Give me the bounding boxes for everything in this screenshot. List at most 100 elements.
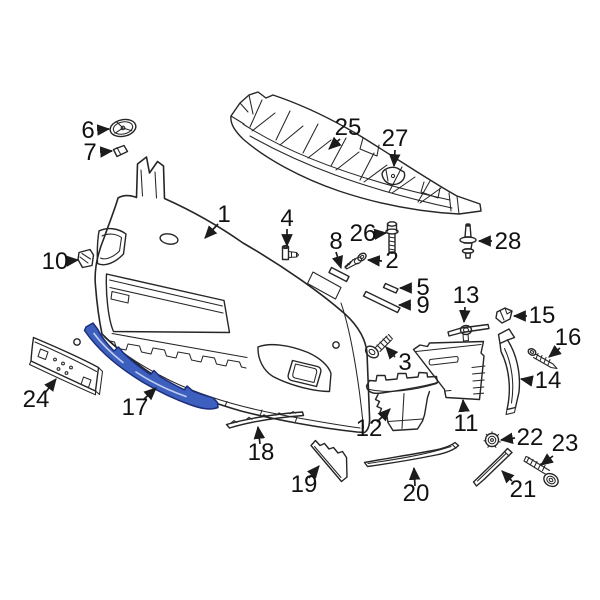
callout-label: 16 bbox=[555, 324, 582, 351]
callout-label: 24 bbox=[23, 386, 50, 413]
leader-line bbox=[366, 255, 383, 267]
callout-15[interactable]: 15 bbox=[512, 302, 555, 329]
part-underbody-shield bbox=[230, 91, 482, 215]
callout-label: 11 bbox=[454, 410, 479, 437]
leader-line bbox=[65, 255, 80, 267]
leader-line bbox=[519, 375, 534, 387]
callout-label: 5 bbox=[416, 274, 429, 301]
callout-27[interactable]: 27 bbox=[382, 125, 409, 168]
callout-12[interactable]: 12 bbox=[356, 408, 391, 442]
callout-17[interactable]: 17 bbox=[122, 387, 157, 421]
part-guide-bracket bbox=[77, 248, 95, 269]
callout-5[interactable]: 5 bbox=[398, 274, 430, 301]
part-rivet-28 bbox=[459, 223, 477, 259]
callout-18[interactable]: 18 bbox=[248, 425, 275, 466]
callout-7[interactable]: 7 bbox=[83, 139, 114, 166]
callout-11[interactable]: 11 bbox=[454, 398, 479, 437]
callout-label: 9 bbox=[416, 292, 429, 319]
callout-label: 14 bbox=[535, 367, 562, 394]
callout-label: 2 bbox=[385, 247, 398, 274]
part-emblem-clip bbox=[112, 144, 129, 158]
part-clip-13 bbox=[447, 323, 490, 342]
part-clip-4 bbox=[281, 244, 300, 261]
callout-1[interactable]: 1 bbox=[204, 201, 231, 239]
part-strip-19 bbox=[310, 439, 348, 483]
part-bolt-26 bbox=[385, 221, 399, 254]
leader-line bbox=[331, 251, 343, 270]
leader-line bbox=[548, 345, 562, 358]
callout-14[interactable]: 14 bbox=[519, 367, 562, 394]
callout-label: 4 bbox=[280, 205, 293, 232]
callout-label: 28 bbox=[495, 228, 522, 255]
callout-label: 27 bbox=[382, 125, 409, 152]
part-emblem bbox=[109, 118, 137, 138]
callout-label: 22 bbox=[517, 424, 544, 451]
leader-line bbox=[99, 146, 114, 158]
leader-line bbox=[328, 136, 342, 150]
callout-label: 13 bbox=[453, 282, 480, 309]
leader-line bbox=[142, 387, 157, 401]
callout-10[interactable]: 10 bbox=[42, 248, 80, 275]
callout-label: 3 bbox=[398, 349, 411, 376]
part-duct-11 bbox=[412, 340, 486, 401]
leader-line bbox=[204, 223, 219, 239]
leader-line bbox=[408, 466, 421, 487]
part-lower-trim-17-highlighted bbox=[83, 322, 219, 410]
callout-22[interactable]: 22 bbox=[499, 424, 544, 451]
leader-line bbox=[459, 306, 471, 324]
part-bumper-cover bbox=[73, 156, 371, 434]
leader-line bbox=[376, 408, 391, 423]
leader-line bbox=[499, 432, 516, 445]
callout-23[interactable]: 23 bbox=[540, 430, 579, 466]
callout-label: 25 bbox=[335, 114, 362, 141]
callout-26[interactable]: 26 bbox=[350, 220, 388, 247]
leader-line bbox=[385, 346, 399, 360]
leader-line bbox=[96, 124, 111, 136]
callout-label: 21 bbox=[510, 476, 537, 503]
callout-13[interactable]: 13 bbox=[453, 282, 480, 324]
part-molding-20 bbox=[363, 441, 460, 468]
callout-label: 18 bbox=[248, 439, 275, 466]
callout-label: 6 bbox=[81, 117, 94, 144]
part-license-bracket bbox=[28, 336, 104, 396]
callout-label: 1 bbox=[217, 201, 230, 228]
callout-21[interactable]: 21 bbox=[501, 470, 537, 503]
part-shield-clip bbox=[381, 166, 406, 186]
callout-9[interactable]: 9 bbox=[397, 292, 430, 319]
callout-24[interactable]: 24 bbox=[23, 378, 57, 413]
part-strip-5 bbox=[382, 282, 399, 294]
callout-19[interactable]: 19 bbox=[291, 465, 320, 498]
part-grille-12 bbox=[365, 371, 439, 432]
callout-6[interactable]: 6 bbox=[81, 117, 111, 144]
callout-2[interactable]: 2 bbox=[366, 247, 399, 274]
callout-label: 17 bbox=[122, 394, 149, 421]
callout-label: 7 bbox=[83, 139, 96, 166]
part-screw-16 bbox=[527, 348, 558, 370]
part-bolt-23 bbox=[523, 455, 559, 488]
part-screw-2 bbox=[344, 252, 367, 270]
leader-line bbox=[253, 425, 266, 445]
part-strip-18 bbox=[225, 411, 305, 429]
callout-label: 10 bbox=[42, 248, 69, 275]
callout-label: 23 bbox=[552, 430, 579, 457]
callout-label: 12 bbox=[356, 415, 383, 442]
callout-16[interactable]: 16 bbox=[548, 324, 582, 358]
callout-label: 20 bbox=[403, 480, 430, 507]
part-clip-15 bbox=[495, 307, 513, 324]
callouts-layer: 1 2 3 4 5 6 7 8 bbox=[23, 114, 582, 507]
leader-line bbox=[388, 149, 401, 168]
callout-28[interactable]: 28 bbox=[477, 228, 522, 255]
callout-20[interactable]: 20 bbox=[403, 466, 430, 507]
part-strip-9 bbox=[362, 290, 401, 314]
leader-line bbox=[373, 228, 388, 241]
callout-4[interactable]: 4 bbox=[280, 205, 294, 248]
part-nut-22 bbox=[483, 431, 501, 448]
callout-25[interactable]: 25 bbox=[328, 114, 362, 150]
part-molding-21 bbox=[472, 447, 513, 487]
callout-8[interactable]: 8 bbox=[329, 228, 343, 270]
callout-3[interactable]: 3 bbox=[385, 346, 412, 376]
leader-line bbox=[540, 453, 554, 466]
leader-line bbox=[44, 378, 57, 394]
leader-line bbox=[306, 465, 320, 479]
